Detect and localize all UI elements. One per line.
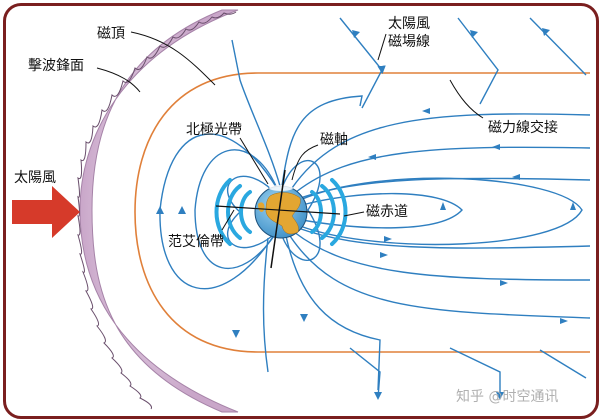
field-line-arrowheads [352, 28, 550, 400]
aurora-belt-label: 北極光帶 [186, 122, 242, 138]
bow-shock [79, 9, 239, 413]
earth-globe [254, 185, 308, 239]
magnetosphere-field-lines [159, 39, 591, 391]
magnetosphere-arrowheads [156, 108, 576, 338]
watermark: 知乎 @时空通讯 [456, 389, 559, 405]
solar-wind-label: 太陽風 [14, 170, 56, 186]
leader-lines [96, 31, 484, 231]
van-allen-belt-label: 范艾倫帶 [168, 234, 224, 250]
bow-shock-label: 擊波鋒面 [28, 58, 84, 74]
solar-wind-arrow [12, 186, 80, 238]
reconnection-label: 磁力線交接 [488, 120, 558, 136]
solar-wind-field-label-line1: 太陽風 [388, 16, 430, 32]
magnetopause [134, 72, 590, 353]
bow-shock-wave-edge [77, 11, 237, 410]
magnetic-axis-line [270, 169, 286, 269]
magnetic-equator-label: 磁赤道 [366, 204, 408, 220]
magnetopause-top-label: 磁頂 [97, 26, 125, 42]
solar-wind-field-label-line2: 磁場線 [388, 34, 430, 50]
magnetic-axis-label: 磁軸 [320, 132, 348, 148]
van-allen-belts [214, 178, 348, 246]
magnetic-equator-line [215, 205, 341, 215]
